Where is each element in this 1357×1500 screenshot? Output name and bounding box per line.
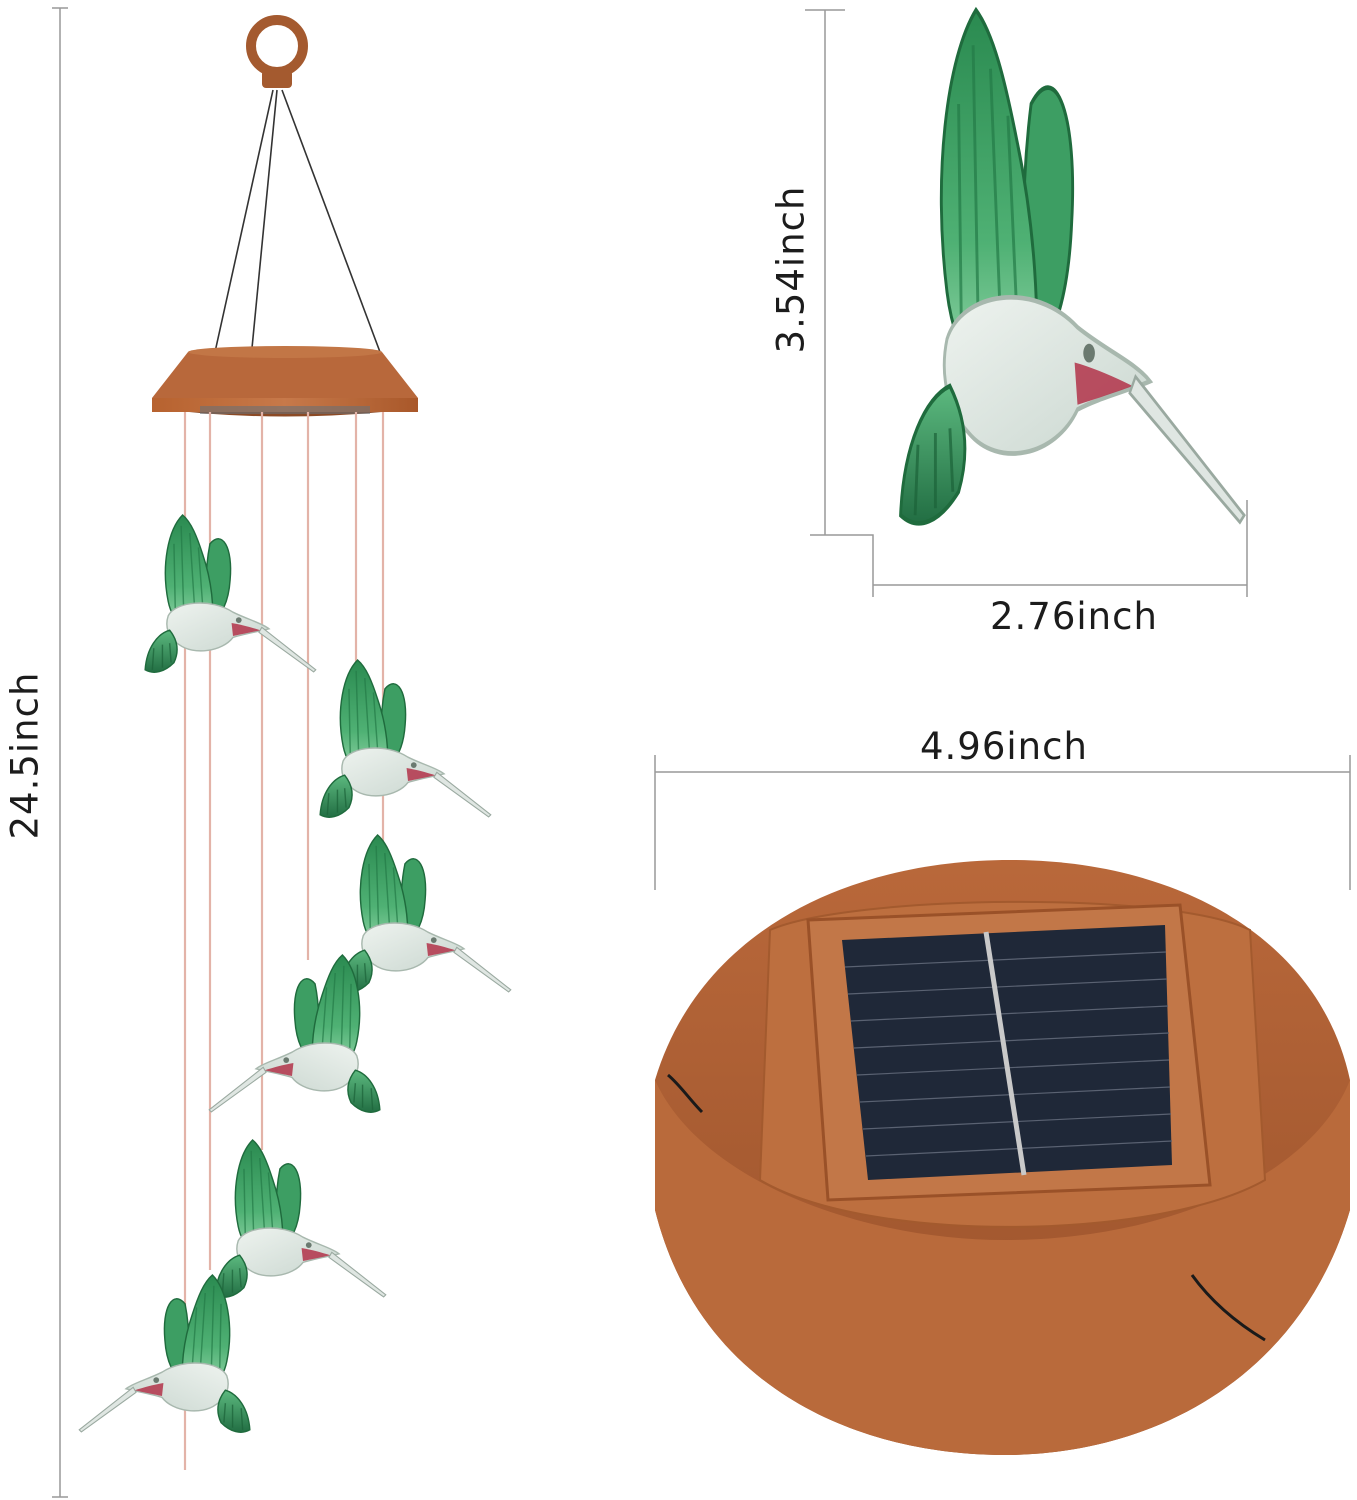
chime-top-base [152,346,418,417]
hummingbird-4 [208,954,381,1113]
height-dimension-line [52,7,68,1498]
wind-chime [78,15,512,1470]
top-diameter-line [654,755,1351,890]
top-diameter-label: 4.96inch [920,725,1088,768]
hummingbird-3 [339,834,512,993]
hummingbird-2 [319,659,492,818]
solar-panel [842,925,1173,1180]
hanging-ring [246,15,308,77]
bird-height-label: 3.54inch [769,185,813,354]
single-hummingbird [901,10,1245,523]
bird-dimension-lines [805,9,1248,597]
bird-width-label: 2.76inch [990,595,1158,638]
hummingbird-5 [214,1139,387,1298]
total-height-label: 24.5inch [3,671,47,840]
solar-base [655,860,1350,1455]
hummingbird-6 [78,1274,251,1433]
hummingbird-1 [144,514,317,673]
